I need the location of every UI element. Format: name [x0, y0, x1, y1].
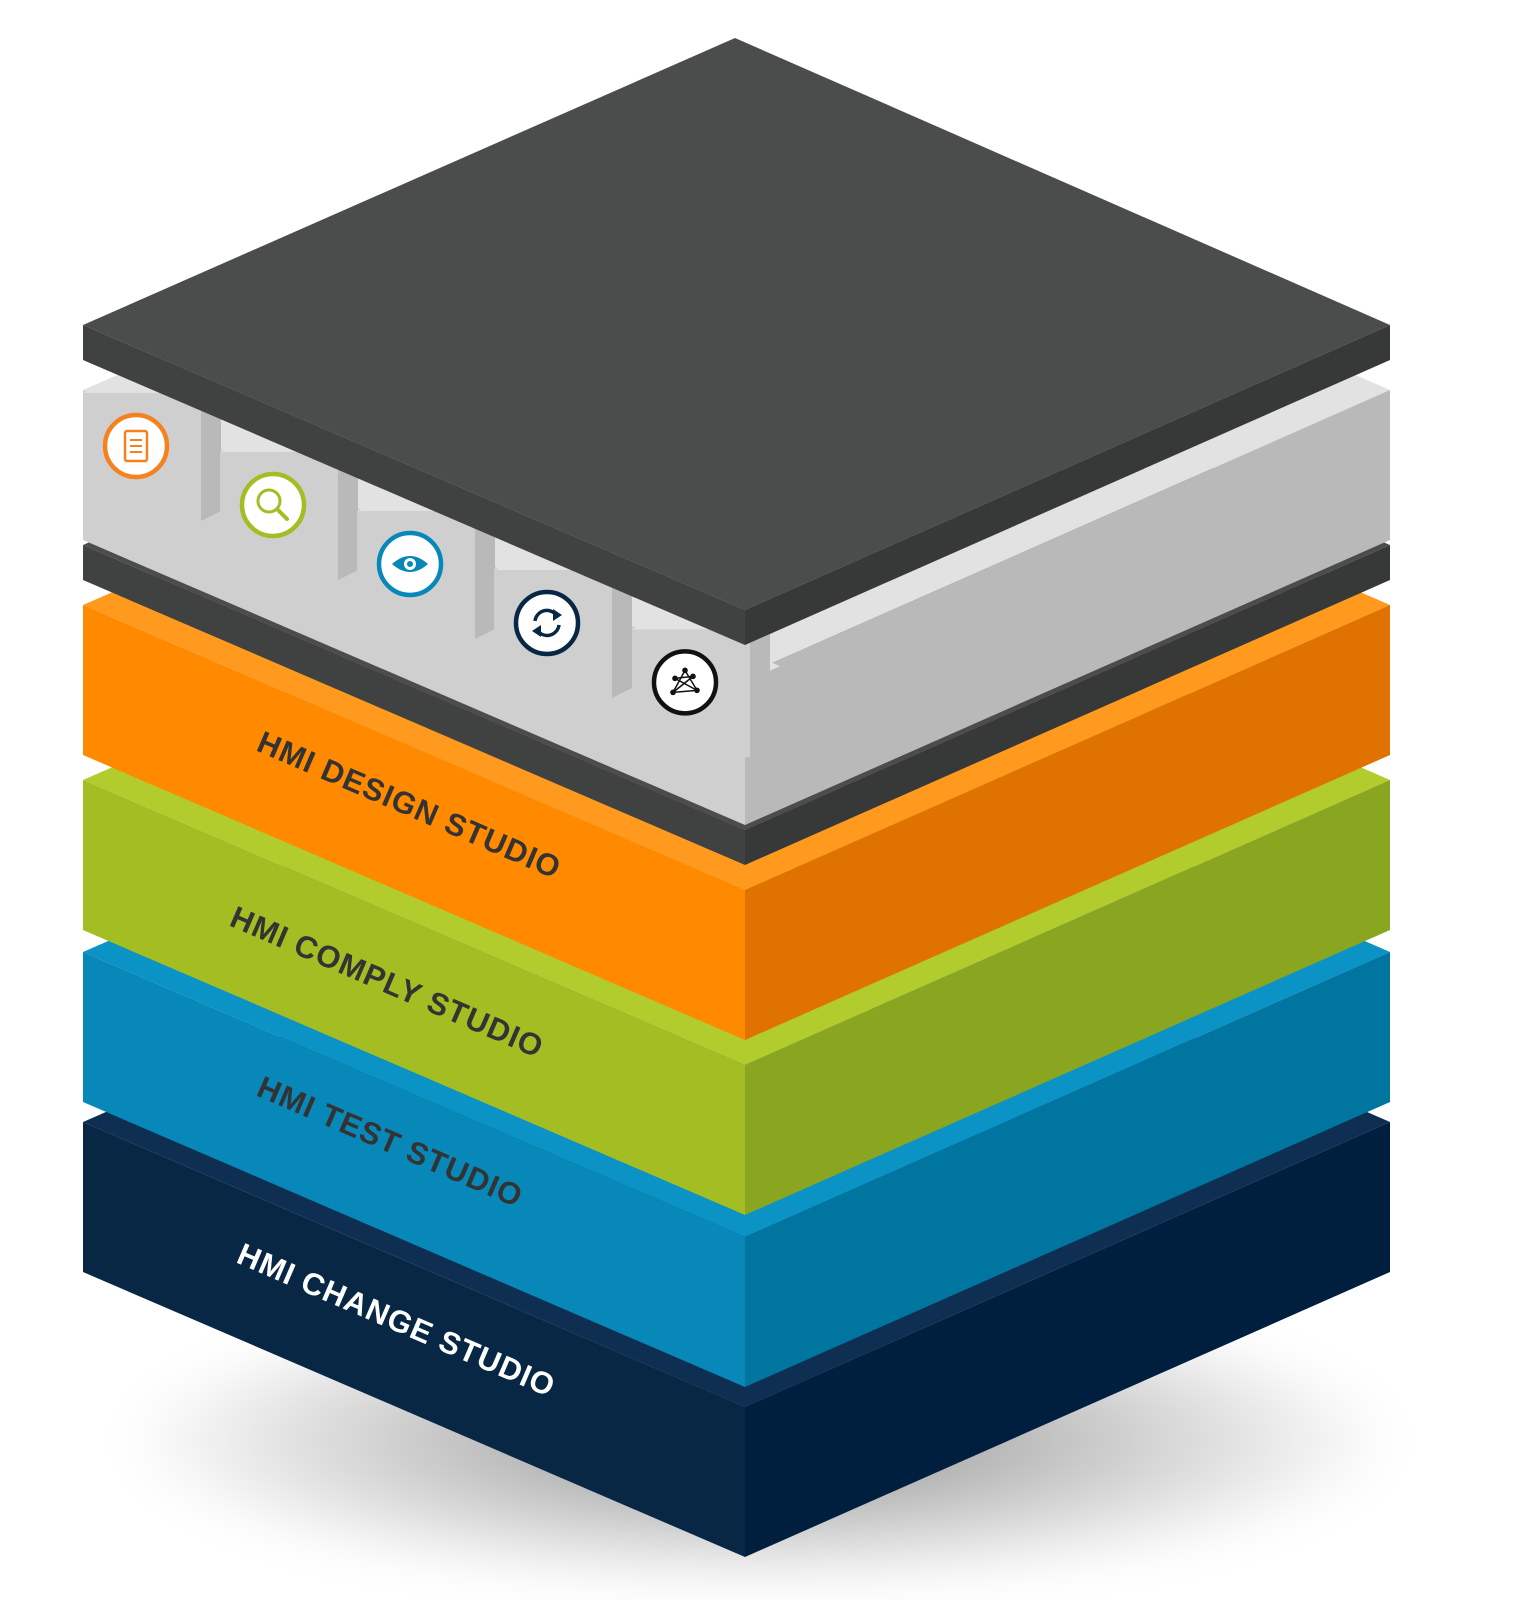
eye-icon[interactable] [376, 530, 444, 598]
module-cube-2 [220, 437, 368, 580]
module-cube-side [475, 502, 495, 639]
module-cube-side [750, 621, 770, 758]
layer-design-right-face [745, 605, 1390, 1040]
module-cube-4 [494, 555, 642, 698]
layer-test-right-face [745, 952, 1390, 1387]
lower-plate-right-face [745, 545, 1390, 865]
lower-plate-left-face [83, 545, 745, 865]
layer-comply-right-face [745, 780, 1390, 1215]
module-cube-5 [632, 615, 780, 758]
layer-comply-left-face [83, 780, 745, 1215]
module-cube-side [612, 561, 632, 698]
document-icon[interactable] [102, 412, 170, 480]
module-band-right-face [745, 390, 1390, 825]
magnifier-icon[interactable] [239, 471, 307, 539]
layer-change-left-face [83, 1122, 745, 1557]
module-cube-side [338, 443, 358, 580]
upper-plate-right-face [745, 325, 1390, 645]
top-deck [83, 38, 1390, 865]
layer-design-left-face [83, 605, 745, 1040]
upper-plate-top-face [83, 38, 1390, 610]
module-cube-3 [357, 496, 505, 639]
layer-test-left-face [83, 952, 745, 1387]
module-cube-side [201, 385, 221, 521]
refresh-icon[interactable] [513, 589, 581, 657]
upper-plate [83, 38, 1390, 645]
module-cube-1 [83, 379, 231, 521]
upper-plate-left-face [83, 325, 745, 645]
network-icon[interactable] [651, 649, 719, 716]
layer-change-right-face [745, 1122, 1390, 1557]
